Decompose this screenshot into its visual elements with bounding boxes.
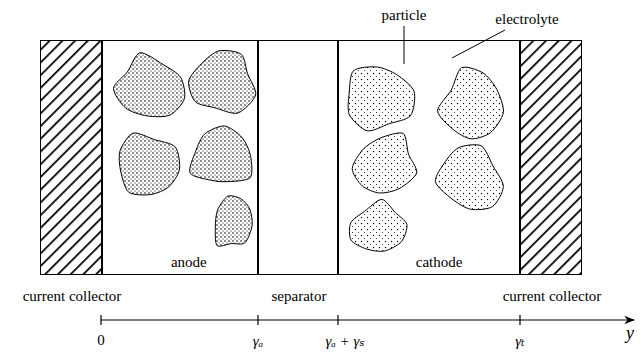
axis-tick — [337, 315, 338, 325]
particle-shape — [352, 133, 417, 193]
particle-shape — [190, 126, 252, 182]
anode-region: anode — [102, 40, 258, 275]
particle-shape — [189, 50, 256, 113]
region-caption: current collector — [503, 288, 602, 305]
particle-shape — [113, 53, 184, 117]
collector-hatch — [40, 40, 102, 275]
leader-line — [404, 26, 405, 64]
current-collector: current collector — [520, 40, 582, 275]
particle-shape — [438, 67, 504, 139]
axis-value: γₐ — [253, 333, 263, 350]
particle-shape — [349, 199, 407, 251]
particle-shape — [119, 133, 180, 195]
particles — [113, 50, 503, 251]
region-label: cathode — [416, 254, 463, 271]
current-collector: current collector — [40, 40, 102, 275]
collector-hatch — [520, 40, 582, 275]
particle-shape — [435, 145, 503, 210]
region-caption: separator — [272, 288, 327, 305]
cathode-region: cathode — [338, 40, 520, 275]
axis-tick — [100, 315, 101, 325]
leader-line — [452, 30, 505, 58]
axis-value: γₐ + γₛ — [326, 333, 365, 350]
axis-value: γₜ — [515, 333, 525, 350]
particle-shape — [215, 196, 252, 246]
region-caption: current collector — [23, 288, 122, 305]
axis-value: 0 — [97, 332, 105, 349]
axis-name: y — [626, 324, 634, 344]
separator-region: separator — [258, 40, 338, 275]
axis-tick — [257, 315, 258, 325]
axis-tick — [519, 315, 520, 325]
region-label: anode — [171, 254, 207, 271]
particle-shape — [348, 67, 415, 131]
callout-label: particle — [382, 7, 427, 24]
axis-line — [101, 319, 634, 320]
callout-label: electrolyte — [495, 11, 558, 28]
